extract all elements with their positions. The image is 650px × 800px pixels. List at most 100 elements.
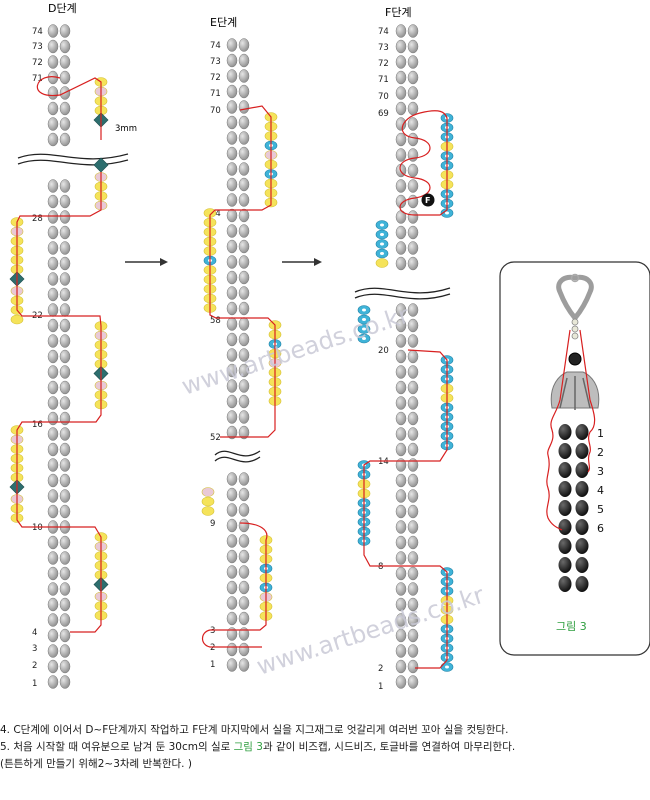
stage-d-thread-top bbox=[36, 76, 102, 140]
stage-d-gray-bead-pair-right bbox=[59, 473, 71, 488]
stage-f-gray-bead-pair-left bbox=[395, 70, 407, 85]
stage-e-gray-bead-pair-left bbox=[226, 642, 238, 657]
stage-d-gray-bead-pair-left bbox=[47, 24, 59, 38]
stage-d-gray-bead-pair-left bbox=[47, 318, 59, 333]
stage-d-gray-bead-pair-right bbox=[59, 566, 71, 581]
black-bead-left bbox=[558, 519, 572, 535]
stage-f-gray-bead-pair-right bbox=[407, 225, 419, 240]
stage-f-gray-bead-pair-right bbox=[407, 334, 419, 348]
stage-f-gray-bead-pair-right bbox=[407, 179, 419, 193]
instruction-step-4: 4. C단계에 이어서 D~F단계까지 작업하고 F단계 마지막에서 실을 지그… bbox=[0, 724, 509, 736]
stage-d-gray-bead-pair-left bbox=[47, 86, 59, 100]
stage-d-gray-bead-pair-left bbox=[47, 473, 59, 488]
stage-f-gray-bead-pair-right bbox=[407, 504, 419, 519]
stage-d-gray-bead-pair-right bbox=[59, 132, 71, 147]
stage-e-row-label: 58 bbox=[210, 316, 221, 326]
stage-f-row-label: 1 bbox=[378, 682, 383, 692]
stage-e-gray-bead-pair-left bbox=[226, 53, 238, 68]
stage-f-gray-bead-pair-left bbox=[395, 179, 407, 193]
stage-d-gray-bead-pair-right bbox=[59, 628, 71, 643]
stage-e-gray-bead-pair-right bbox=[238, 394, 250, 409]
stage-d-gray-bead-pair-right bbox=[59, 272, 71, 286]
stage-e-row-label: 70 bbox=[210, 106, 221, 116]
stage-e-gray-bead-pair-right bbox=[238, 115, 250, 130]
stage-d-gray-bead-pair-right bbox=[59, 241, 71, 255]
stage-d-gray-bead-pair-right bbox=[59, 334, 71, 348]
stage-d-gray-bead-pair-right bbox=[59, 411, 71, 426]
black-bead-right bbox=[575, 481, 589, 497]
stage-d-gray-bead-pair-left bbox=[47, 365, 59, 379]
stage-f-row-label: 20 bbox=[378, 346, 389, 356]
stage-e-gray-bead-pair-right bbox=[238, 131, 250, 145]
stage-e-gray-bead-pair-right bbox=[238, 193, 250, 207]
stage-f-gray-bead-pair-right bbox=[407, 132, 419, 147]
stage-e-gray-bead-pair-left bbox=[226, 394, 238, 409]
stage-f-gray-bead-pair-left bbox=[395, 458, 407, 472]
stage-f-gray-bead-pair-left bbox=[395, 613, 407, 627]
stage-f-row-label: 70 bbox=[378, 92, 389, 102]
stage-d-gray-bead-pair-right bbox=[59, 70, 71, 85]
figure-3-row-label: 5 bbox=[597, 503, 604, 516]
black-bead-right bbox=[575, 576, 589, 592]
stage-e-gray-bead-pair-right bbox=[238, 146, 250, 161]
stage-d-green-bicone bbox=[93, 157, 109, 173]
figure-3-thread-left bbox=[546, 329, 571, 531]
stage-f-gray-bead-pair-left bbox=[395, 256, 407, 271]
black-bead-left bbox=[558, 424, 572, 440]
stage-e-row-label: 52 bbox=[210, 433, 221, 443]
figure-3-row-label: 6 bbox=[597, 522, 604, 535]
stage-e-row-label: 2 bbox=[210, 643, 215, 653]
stage-e-gray-bead-pair-right bbox=[238, 224, 250, 238]
stage-d-gray-bead-pair-right bbox=[59, 675, 71, 689]
stage-f-gray-bead-pair-right bbox=[407, 380, 419, 395]
stage-e-gray-bead-pair-left bbox=[226, 549, 238, 564]
stage-f-seed-bead-hole bbox=[362, 308, 366, 312]
stage-f-seed-bead-hole bbox=[362, 337, 366, 340]
black-bead-left bbox=[558, 500, 572, 516]
stage-f-gray-bead-pair-left bbox=[395, 675, 407, 689]
stage-e-row-label: 9 bbox=[210, 519, 215, 529]
stage-e-break-b bbox=[214, 456, 261, 463]
stage-f-gray-bead-pair-right bbox=[407, 210, 419, 224]
stage-d-title: D단계 bbox=[48, 2, 77, 15]
figure-3-thread-right bbox=[579, 329, 596, 473]
stage-e-gray-bead-pair-left bbox=[226, 503, 238, 517]
stage-f-gray-bead-pair-left bbox=[395, 489, 407, 503]
stage-d-gray-bead-pair-right bbox=[59, 458, 71, 472]
stage-f-gray-bead-pair-left bbox=[395, 597, 407, 612]
stage-f-gray-bead-pair-right bbox=[407, 318, 419, 333]
stage-f-thread-lower bbox=[363, 349, 448, 669]
stage-f-gray-bead-pair-left bbox=[395, 535, 407, 550]
stage-d-thread-main bbox=[16, 172, 102, 633]
stage-e-gray-bead-pair-right bbox=[238, 84, 250, 99]
stage-e-gray-bead-pair-left bbox=[226, 255, 238, 269]
stage-f-gray-bead-pair-left bbox=[395, 334, 407, 348]
black-bead-left bbox=[558, 462, 572, 478]
black-bead-left bbox=[558, 557, 572, 573]
stage-d-row-label: 1 bbox=[32, 679, 37, 689]
stage-d-gray-bead-pair-left bbox=[47, 39, 59, 54]
stage-f-break-a bbox=[354, 287, 451, 294]
top-black-bead bbox=[568, 352, 582, 366]
stage-e-gray-bead-pair-right bbox=[238, 611, 250, 626]
figure-3-reference: 그림 3 bbox=[233, 741, 263, 753]
stage-d-row-label: 72 bbox=[32, 58, 43, 68]
stage-d-row-label: 74 bbox=[32, 27, 43, 37]
stage-f-gray-bead-pair-left bbox=[395, 582, 407, 596]
stage-f-row-label: 8 bbox=[378, 562, 383, 572]
stage-f-seed-bead-hole bbox=[380, 252, 384, 255]
stage-e-row-label: 74 bbox=[210, 41, 221, 51]
stage-f-gray-bead-pair-left bbox=[395, 365, 407, 379]
stage-f-gray-bead-pair-right bbox=[407, 303, 419, 317]
stage-f-gray-bead-pair-left bbox=[395, 442, 407, 457]
stage-d-gray-bead-pair-right bbox=[59, 24, 71, 38]
stage-d-gray-bead-pair-left bbox=[47, 489, 59, 503]
stage-f-gray-bead-pair-right bbox=[407, 256, 419, 271]
stage-d-gray-bead-pair-right bbox=[59, 380, 71, 395]
stage-f-gray-bead-pair-right bbox=[407, 24, 419, 38]
stage-d-gray-bead-pair-left bbox=[47, 349, 59, 364]
toggle-link-bead bbox=[571, 332, 579, 340]
stage-d-gray-bead-pair-left bbox=[47, 287, 59, 302]
instructions: 4. C단계에 이어서 D~F단계까지 작업하고 F단계 마지막에서 실을 지그… bbox=[0, 722, 650, 773]
